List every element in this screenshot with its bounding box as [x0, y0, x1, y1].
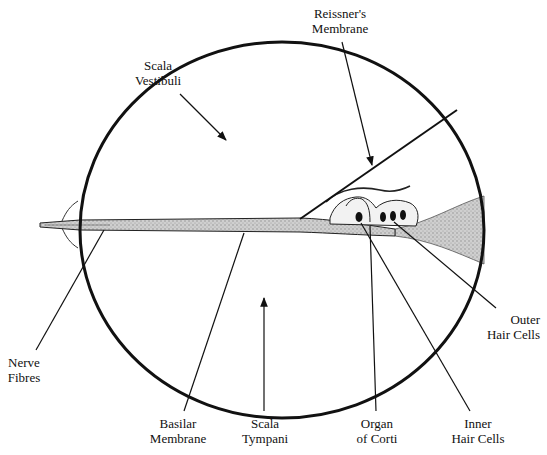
leader-line	[394, 222, 496, 308]
lamina-flare	[62, 201, 78, 221]
leader-arrow	[180, 94, 226, 140]
label-line: Tympani	[242, 431, 288, 446]
label-line: Basilar	[150, 416, 206, 431]
label-line: Hair Cells	[487, 327, 540, 342]
leader-line	[370, 226, 376, 411]
part-label: Reissner's Membrane	[312, 6, 368, 36]
leader-line	[361, 223, 470, 411]
nerve-fibre	[45, 225, 110, 226]
lamina-flare	[62, 228, 78, 248]
label-line: Fibres	[8, 370, 41, 385]
label-line: Nerve	[8, 355, 41, 370]
label-line: Inner	[451, 416, 504, 431]
outer-hair-cell	[390, 211, 396, 221]
cochlear-duct-wall	[80, 42, 484, 418]
tunnel-of-corti	[346, 198, 370, 222]
label-line: Scala	[135, 58, 181, 73]
leader-line	[184, 233, 244, 411]
part-label: Organ of Corti	[357, 416, 398, 446]
leader-arrow	[263, 298, 264, 411]
part-label: Nerve Fibres	[8, 355, 41, 385]
label-line: Scala	[242, 416, 288, 431]
tectorial-membrane	[326, 186, 410, 202]
label-line: Reissner's	[312, 6, 368, 21]
leader-arrow	[342, 42, 372, 165]
label-line: Vestibuli	[135, 73, 181, 88]
outer-hair-cell	[400, 210, 406, 220]
label-line: of Corti	[357, 431, 398, 446]
organ-of-corti	[330, 197, 418, 226]
label-line: Membrane	[150, 431, 206, 446]
reissners-membrane	[300, 110, 457, 219]
part-label: Scala Tympani	[242, 416, 288, 446]
outer-hair-cell	[380, 212, 386, 222]
inner-hair-cell	[356, 212, 363, 222]
label-line: Hair Cells	[451, 431, 504, 446]
label-line: Outer	[487, 312, 540, 327]
part-label: Outer Hair Cells	[487, 312, 540, 342]
leader-line	[36, 230, 104, 350]
label-line: Membrane	[312, 21, 368, 36]
part-label: Basilar Membrane	[150, 416, 206, 446]
part-label: Scala Vestibuli	[135, 58, 181, 88]
part-label: Inner Hair Cells	[451, 416, 504, 446]
label-line: Organ	[357, 416, 398, 431]
